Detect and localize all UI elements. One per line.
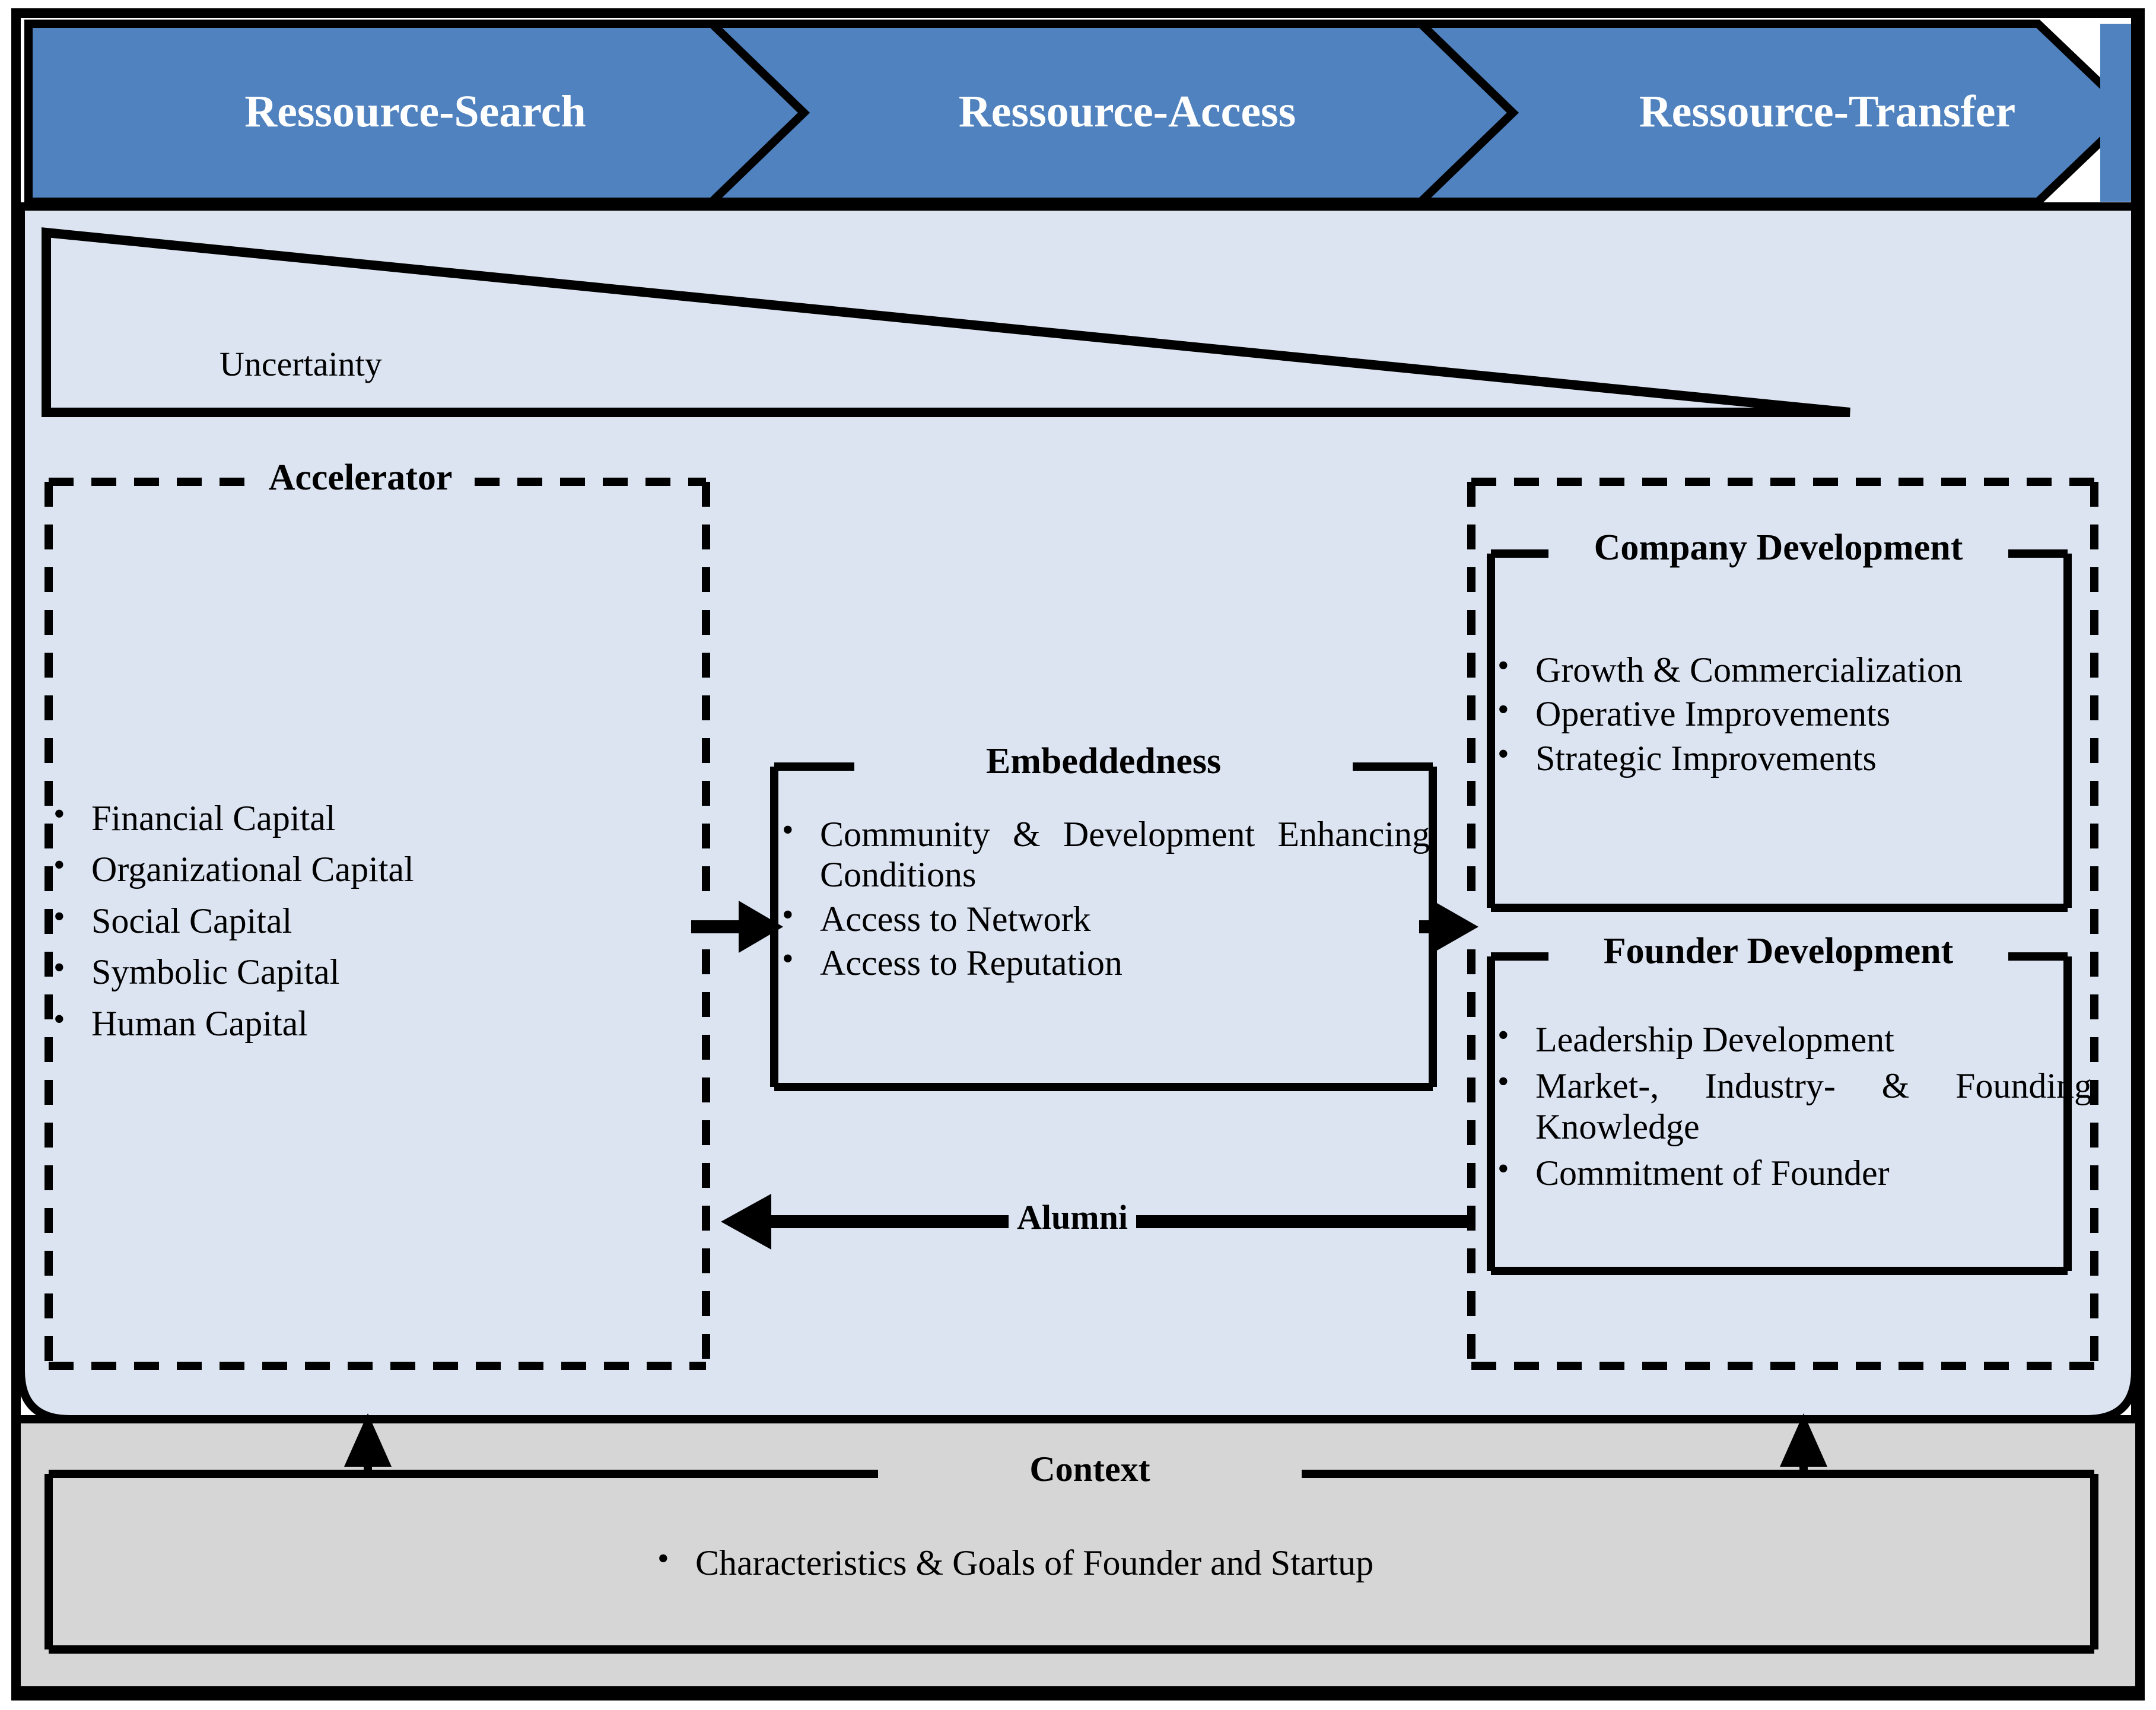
list-item: Human Capital [49,1001,672,1044]
founder-development-list: Leadership Development Market-, Industry… [1493,1017,2092,1200]
uncertainty-label: Uncertainty [220,345,382,383]
outcomes-dashed-container [1467,478,2098,1370]
context-list: Characteristics & Goals of Founder and S… [653,1540,1721,1596]
phase-label-3: Ressource-Transfer [1639,87,2016,136]
arrow-accelerator-to-embeddedness [691,901,783,953]
phase-label-2: Ressource-Access [958,87,1296,136]
company-development-title: Company Development [1594,527,1963,568]
list-item: Access to Reputation [777,940,1430,983]
uncertainty-wedge [42,227,1850,417]
arrow-context-to-outcomes [1780,1413,1827,1474]
accelerator-list: Financial Capital Organizational Capital… [49,796,672,1054]
phase-label-1: Ressource-Search [244,87,586,136]
context-title: Context [878,1449,1302,1490]
list-item: Strategic Improvements [1493,736,2086,778]
alumni-label: Alumni [1009,1197,1136,1237]
list-item: Market-, Industry- & Founding Knowledge [1493,1063,2092,1147]
list-item: Commitment of Founder [1493,1150,2092,1193]
accelerator-title: Accelerator [268,457,453,498]
list-item: Characteristics & Goals of Founder and S… [653,1540,1721,1583]
list-item: Social Capital [49,898,672,941]
list-item: Access to Network [777,897,1430,939]
list-item: Growth & Commercialization [1493,647,2086,690]
list-item: Organizational Capital [49,847,672,889]
phase-band [21,13,2141,1696]
list-item: Financial Capital [49,796,672,838]
list-item: Leadership Development [1493,1017,2092,1060]
context-box [44,1470,2098,1654]
company-development-list: Growth & Commercialization Operative Imp… [1493,647,2086,782]
list-item: Operative Improvements [1493,691,2086,734]
list-item: Community & Development Enhancing Condit… [777,812,1430,895]
embeddedness-list: Community & Development Enhancing Condit… [777,812,1430,987]
arrow-context-to-accelerator [344,1413,392,1474]
founder-development-title: Founder Development [1603,931,1954,971]
list-item: Symbolic Capital [49,949,672,992]
phase-chevron-3 [1410,20,2138,206]
embeddedness-title: Embeddedness [985,741,1222,781]
